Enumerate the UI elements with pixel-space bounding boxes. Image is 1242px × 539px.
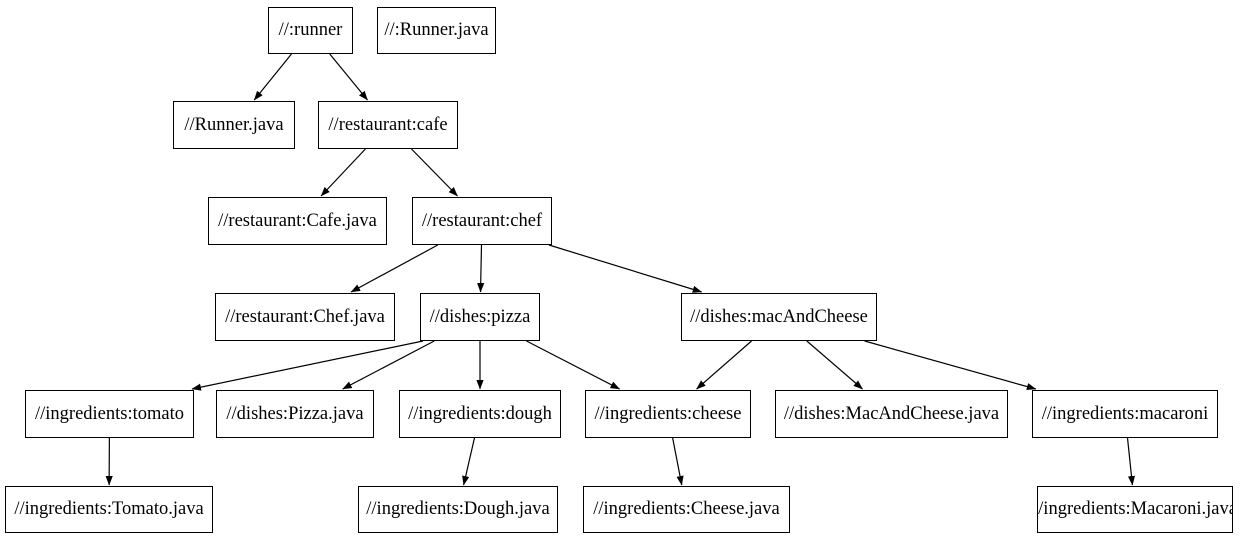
graph-edge-runner-to-runner-java	[253, 53, 292, 101]
graph-node-runner: //:runner	[268, 7, 353, 54]
graph-edge-cheese-to-cheese-java	[672, 437, 684, 486]
graph-node-mac-and-cheese-java: //dishes:MacAndCheese.java	[775, 390, 1008, 438]
graph-node-dough-java: //ingredients:Dough.java	[358, 486, 558, 533]
graph-edge-chef-to-chef-java	[350, 244, 439, 293]
graph-edge-mac-and-cheese-to-mac-and-cheese-java	[806, 340, 863, 390]
graph-node-runner-java: //Runner.java	[173, 101, 295, 149]
graph-edge-macaroni-to-macaroni-java	[1126, 437, 1136, 486]
graph-node-cafe: //restaurant:cafe	[318, 101, 458, 149]
graph-node-runner-java-src: //:Runner.java	[377, 7, 496, 54]
graph-node-mac-and-cheese: //dishes:macAndCheese	[681, 293, 877, 341]
graph-edge-mac-and-cheese-to-macaroni	[864, 340, 1037, 391]
graph-edge-mac-and-cheese-to-cheese	[696, 340, 752, 390]
graph-node-tomato: //ingredients:tomato	[25, 390, 194, 438]
graph-edge-chef-to-mac-and-cheese	[548, 244, 703, 293]
graph-node-pizza: //dishes:pizza	[420, 293, 540, 341]
graph-node-pizza-java: //dishes:Pizza.java	[216, 390, 374, 438]
graph-node-cheese-java: //ingredients:Cheese.java	[583, 486, 790, 533]
graph-node-cheese: //ingredients:cheese	[585, 390, 751, 438]
graph-node-chef: //restaurant:chef	[412, 197, 552, 245]
graph-edge-cafe-to-chef	[411, 148, 458, 197]
graph-edge-pizza-to-cheese	[526, 340, 620, 390]
graph-node-macaroni-java: //ingredients:Macaroni.java	[1037, 486, 1233, 533]
graph-node-dough: //ingredients:dough	[399, 390, 561, 438]
graph-node-chef-java: //restaurant:Chef.java	[215, 293, 395, 341]
graph-edge-cafe-to-cafe-java	[320, 148, 366, 197]
graph-node-macaroni: //ingredients:macaroni	[1032, 390, 1218, 438]
graph-edge-dough-to-dough-java	[462, 437, 476, 486]
graph-edge-pizza-to-tomato	[191, 340, 424, 391]
graph-node-tomato-java: //ingredients:Tomato.java	[5, 486, 213, 533]
graph-edge-runner-to-cafe	[329, 53, 368, 101]
graph-node-cafe-java: //restaurant:Cafe.java	[208, 197, 387, 245]
graph-edge-pizza-to-pizza-java	[342, 340, 435, 390]
graph-edge-chef-to-pizza	[477, 244, 485, 293]
